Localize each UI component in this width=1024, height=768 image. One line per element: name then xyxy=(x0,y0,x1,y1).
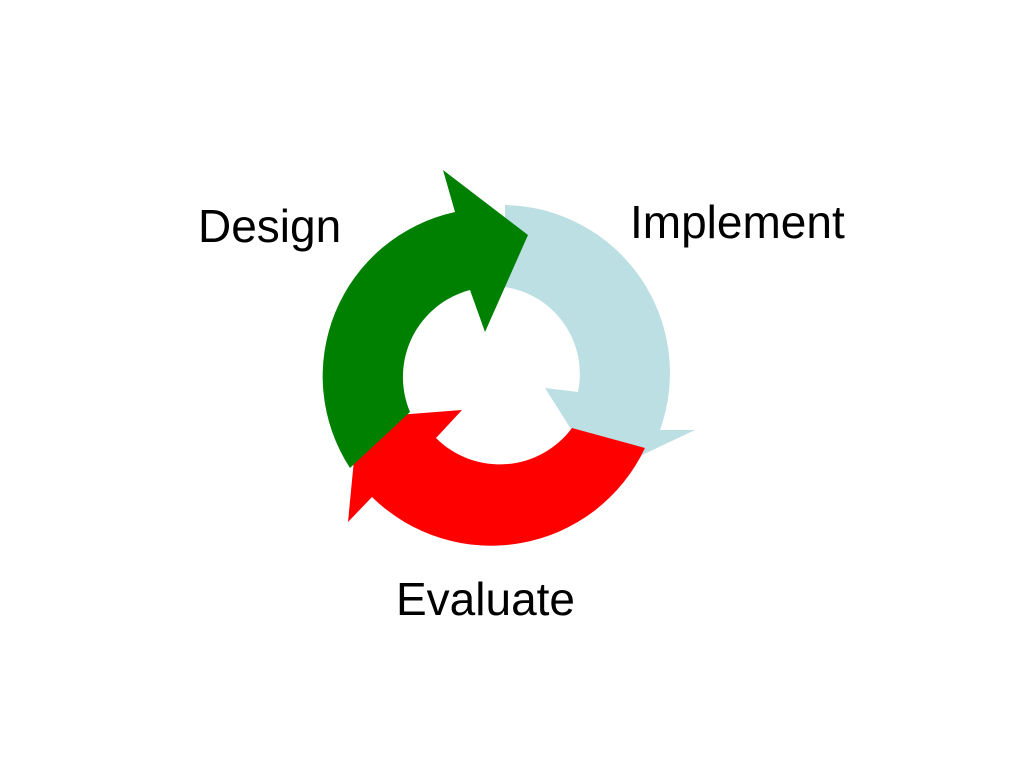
evaluate-arrow xyxy=(348,410,645,546)
implement-arrow xyxy=(505,205,695,475)
stage-label-implement: Implement xyxy=(630,196,845,248)
design-arrow xyxy=(322,170,528,468)
stage-label-design: Design xyxy=(198,200,342,252)
stage-label-evaluate: Evaluate xyxy=(396,573,576,625)
